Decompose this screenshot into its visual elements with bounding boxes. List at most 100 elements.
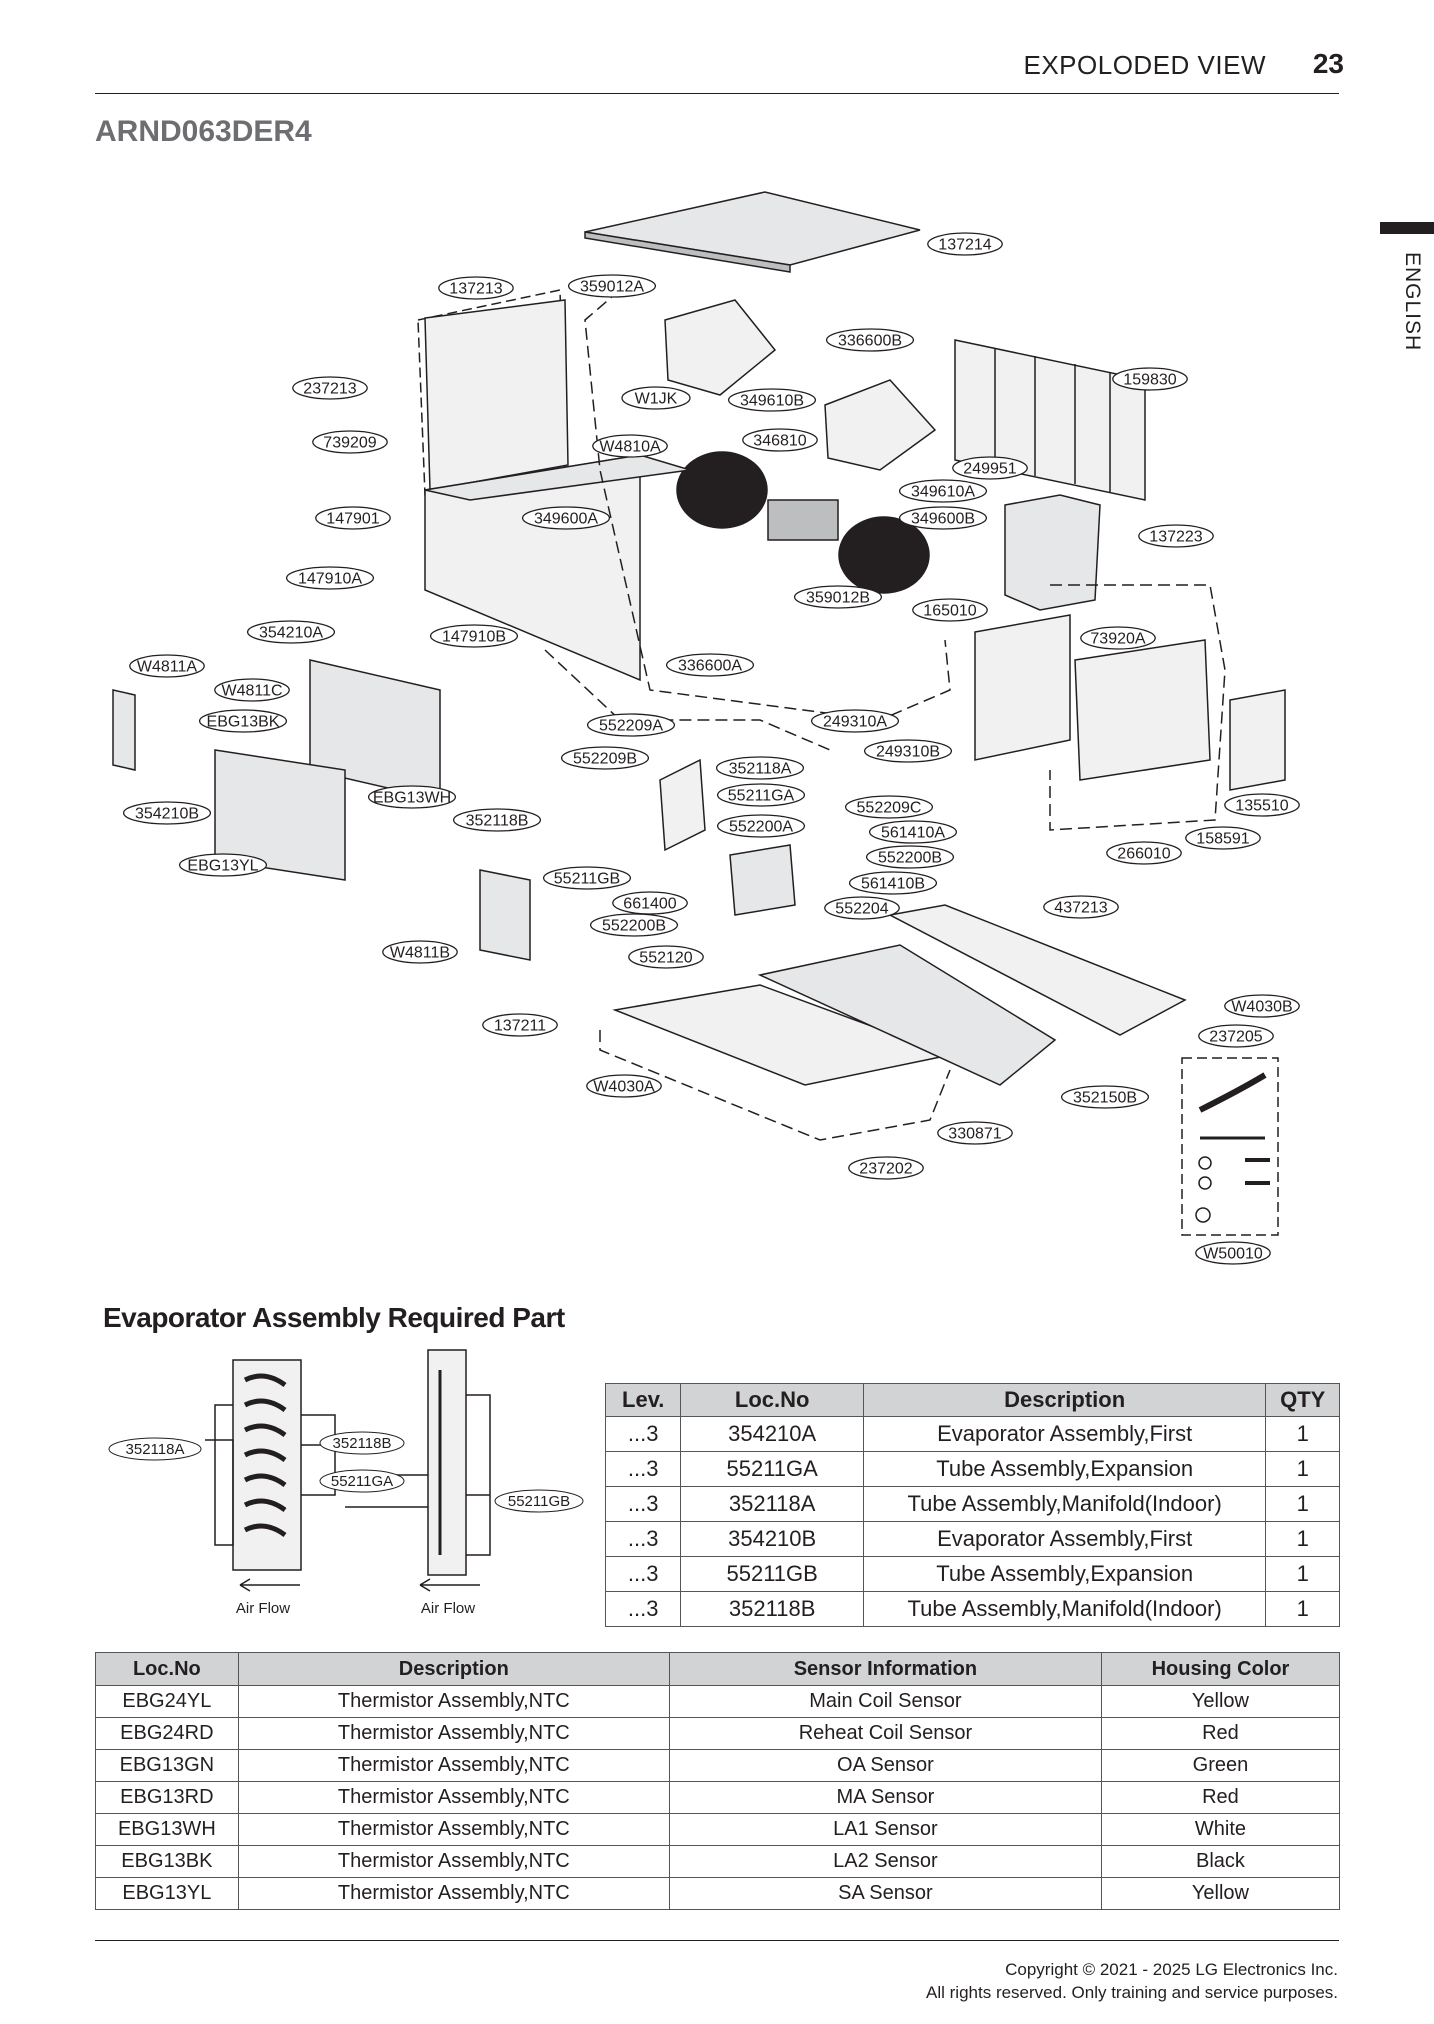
callout-bubble (285, 566, 375, 590)
table-cell: Thermistor Assembly,NTC (237, 1813, 670, 1846)
airflow-label-left: Air Flow (236, 1600, 290, 1617)
col-header: Description (862, 1383, 1267, 1417)
col-header: Sensor Information (668, 1652, 1102, 1686)
callout-bubble (367, 785, 457, 809)
callout-label: 55211GB (554, 871, 620, 888)
table-cell: Tube Assembly,Expansion (862, 1451, 1267, 1487)
callout-bubble (952, 456, 1028, 480)
table-cell: EBG13YL (95, 1877, 239, 1910)
parts-table-header: Lev. Loc.No Description QTY (604, 1383, 1340, 1417)
table-cell: ...3 (604, 1486, 682, 1522)
table-cell: OA Sensor (668, 1749, 1102, 1782)
callout-bubble (628, 945, 704, 969)
table-cell: LA2 Sensor (668, 1845, 1102, 1878)
callout-label: 137213 (449, 281, 502, 298)
col-header: QTY (1265, 1383, 1340, 1417)
table-cell: ...3 (604, 1591, 682, 1627)
callout-label: 330871 (948, 1126, 1001, 1143)
table-cell: 352118B (680, 1591, 864, 1627)
callout-label: 352118B (466, 813, 529, 830)
mini-label-left: 352118A (126, 1441, 185, 1458)
callout-bubble (810, 709, 900, 733)
callout-label: 147910A (298, 571, 362, 588)
callout-label: 137211 (494, 1018, 546, 1035)
table-cell: Tube Assembly,Manifold(Indoor) (862, 1591, 1267, 1627)
callout-label: 739209 (323, 435, 376, 452)
evaporator-mini-diagram: 352118A 352118B 55211GA 55211GB Air Flow… (108, 1349, 584, 1617)
side-tab-bar (1380, 222, 1434, 234)
callout-bubble (716, 814, 806, 838)
callout-label: 552209B (573, 751, 637, 768)
callout-label: W50010 (1203, 1246, 1263, 1263)
col-header: Loc.No (680, 1383, 864, 1417)
callout-bubble (793, 585, 883, 609)
table-cell: Evaporator Assembly,First (862, 1521, 1267, 1557)
model-title: ARND063DER4 (95, 115, 312, 148)
table-cell: MA Sensor (668, 1781, 1102, 1814)
callout-bubble (848, 1156, 924, 1180)
callout-bubble (452, 808, 542, 832)
callout-bubble (592, 434, 668, 458)
callout-bubble (567, 274, 657, 298)
callout-label: 137223 (1149, 529, 1202, 546)
callout-label: 346810 (753, 433, 806, 450)
callout-label: 237202 (859, 1161, 912, 1178)
callout-bubble (1224, 994, 1300, 1018)
table-cell: Red (1100, 1781, 1341, 1814)
header-divider (95, 93, 1339, 94)
table-cell: Tube Assembly,Expansion (862, 1556, 1267, 1592)
callout-bubble (621, 386, 691, 410)
callout-bubble (246, 620, 336, 644)
callout-bubble (1198, 1024, 1274, 1048)
callout-bubble (586, 1074, 662, 1098)
callout-bubble (482, 1013, 558, 1037)
callout-label: 158591 (1196, 831, 1249, 848)
table-cell: Thermistor Assembly,NTC (237, 1845, 670, 1878)
callout-label: EBG13BK (207, 714, 280, 731)
callout-bubble (586, 713, 676, 737)
sensor-table: Loc.No Description Sensor Information Ho… (95, 1652, 1341, 1910)
callout-label: 352118A (729, 761, 792, 778)
table-cell: Yellow (1100, 1877, 1341, 1910)
callout-label: W4030A (593, 1079, 655, 1096)
page-number: 23 (1312, 48, 1344, 79)
callout-label: 55211GA (728, 788, 795, 805)
callout-label: 359012A (580, 279, 644, 296)
callout-label: 561410B (861, 876, 925, 893)
section-title: Evaporator Assembly Required Part (103, 1302, 565, 1333)
callout-label: 159830 (1123, 372, 1176, 389)
table-cell: Tube Assembly,Manifold(Indoor) (862, 1486, 1267, 1522)
callout-bubble (312, 430, 388, 454)
callout-label: 437213 (1054, 900, 1107, 917)
table-cell: Reheat Coil Sensor (668, 1717, 1102, 1750)
callout-bubble (560, 746, 650, 770)
callout-label: 147910B (442, 629, 506, 646)
callout-bubble (868, 820, 958, 844)
callout-label: 552200B (878, 850, 942, 867)
table-cell: Black (1100, 1845, 1341, 1878)
table-cell: EBG13BK (95, 1845, 239, 1878)
callout-label: 552120 (639, 950, 692, 967)
table-cell: 1 (1265, 1556, 1340, 1592)
col-header: Loc.No (95, 1652, 239, 1686)
callout-bubble (429, 624, 519, 648)
callout-label: 349600B (911, 511, 975, 528)
table-cell: Thermistor Assembly,NTC (237, 1685, 670, 1718)
table-cell: 1 (1265, 1416, 1340, 1452)
callout-bubble (727, 388, 817, 412)
table-cell: 55211GA (680, 1451, 864, 1487)
table-cell: ...3 (604, 1521, 682, 1557)
callout-bubble (1106, 841, 1182, 865)
callout-label: 552209A (599, 718, 663, 735)
callout-bubble (178, 853, 268, 877)
table-cell: Main Coil Sensor (668, 1685, 1102, 1718)
callout-bubble (521, 506, 611, 530)
callout-bubble (848, 871, 938, 895)
callout-bubble (292, 376, 368, 400)
